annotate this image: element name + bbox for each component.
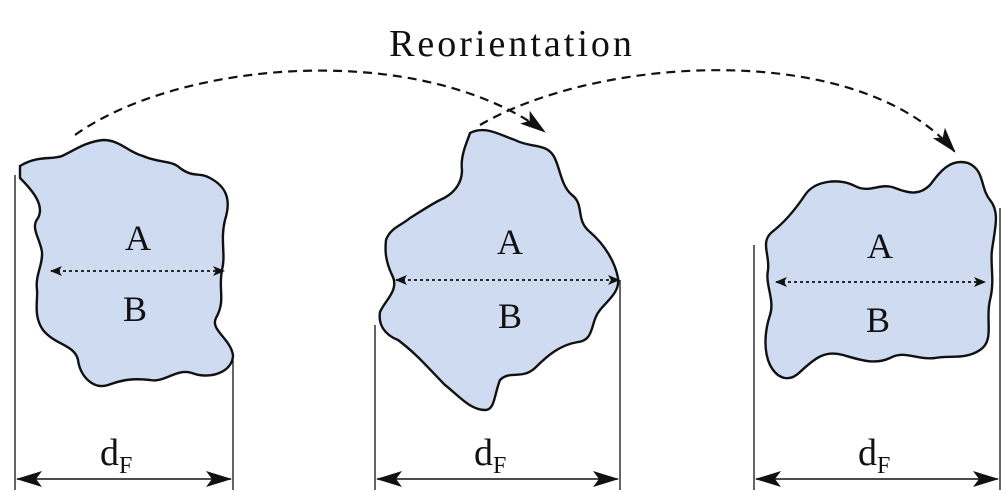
particle-3-label-b: B bbox=[866, 300, 890, 340]
particle-3: A B dF bbox=[753, 160, 1001, 490]
title-label: Reorientation bbox=[389, 23, 635, 65]
particle-2-label-b: B bbox=[498, 296, 522, 336]
reorientation-arrow-1 bbox=[74, 69, 546, 136]
particle-1-feret-label: dF bbox=[100, 432, 132, 479]
particle-3-label-a: A bbox=[867, 226, 893, 266]
particle-2-feret-label: dF bbox=[474, 432, 506, 479]
particle-1-label-a: A bbox=[125, 218, 151, 258]
particle-1-shape bbox=[18, 138, 235, 388]
particle-2-label-a: A bbox=[497, 222, 523, 262]
reorientation-arrow-2 bbox=[479, 69, 956, 153]
particle-1-label-b: B bbox=[123, 289, 147, 329]
particle-3-shape bbox=[764, 160, 998, 380]
particle-2: A B dF bbox=[374, 128, 621, 490]
particle-1: A B dF bbox=[14, 138, 235, 490]
particle-3-feret-label: dF bbox=[858, 432, 890, 479]
particle-2-shape bbox=[378, 128, 620, 412]
